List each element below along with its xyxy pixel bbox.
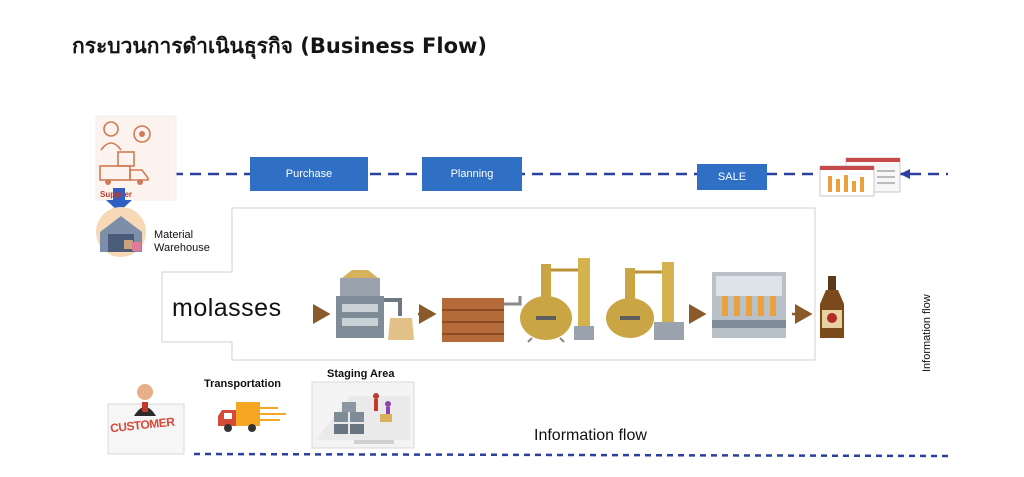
grinder-icon (336, 270, 414, 340)
supplier-label: Supplier (100, 190, 133, 199)
still-icon-2 (606, 262, 684, 340)
transportation-label: Transportation (204, 378, 282, 390)
sale-box: SALE (697, 164, 767, 190)
top-info-arrow-right-icon (900, 169, 910, 179)
warehouse-label-line1: Material (154, 229, 194, 241)
warehouse-icon (96, 207, 146, 257)
staging-area-icon (311, 381, 415, 449)
supplier-icon (95, 115, 177, 201)
down-arrow-icon (106, 188, 132, 212)
vertical-info-flow-label: Information flow (921, 294, 933, 372)
truck-icon (218, 402, 286, 432)
staging-area-label: Staging Area (327, 368, 395, 380)
bottle-icon (820, 276, 844, 338)
customer-icon (107, 384, 185, 455)
warehouse-label-line2: Warehouse (154, 242, 210, 254)
page-title: กระบวนการดำเนินธุรกิจ (Business Flow) (72, 34, 488, 58)
planning-label: Planning (450, 168, 494, 180)
planning-box: Planning (422, 157, 522, 191)
sale-label: SALE (717, 171, 747, 183)
purchase-label: Purchase (285, 168, 333, 180)
bottom-info-flow-label: Information flow (534, 427, 647, 444)
bottom-info-line (193, 452, 949, 458)
still-icon (520, 258, 594, 343)
bottling-line-icon (712, 272, 786, 338)
report-icon (819, 157, 901, 197)
molasses-label: molasses (172, 294, 282, 322)
warehouse-label: Material Warehouse (154, 229, 210, 255)
fermenter-icon (442, 296, 522, 342)
purchase-box: Purchase (250, 157, 368, 191)
